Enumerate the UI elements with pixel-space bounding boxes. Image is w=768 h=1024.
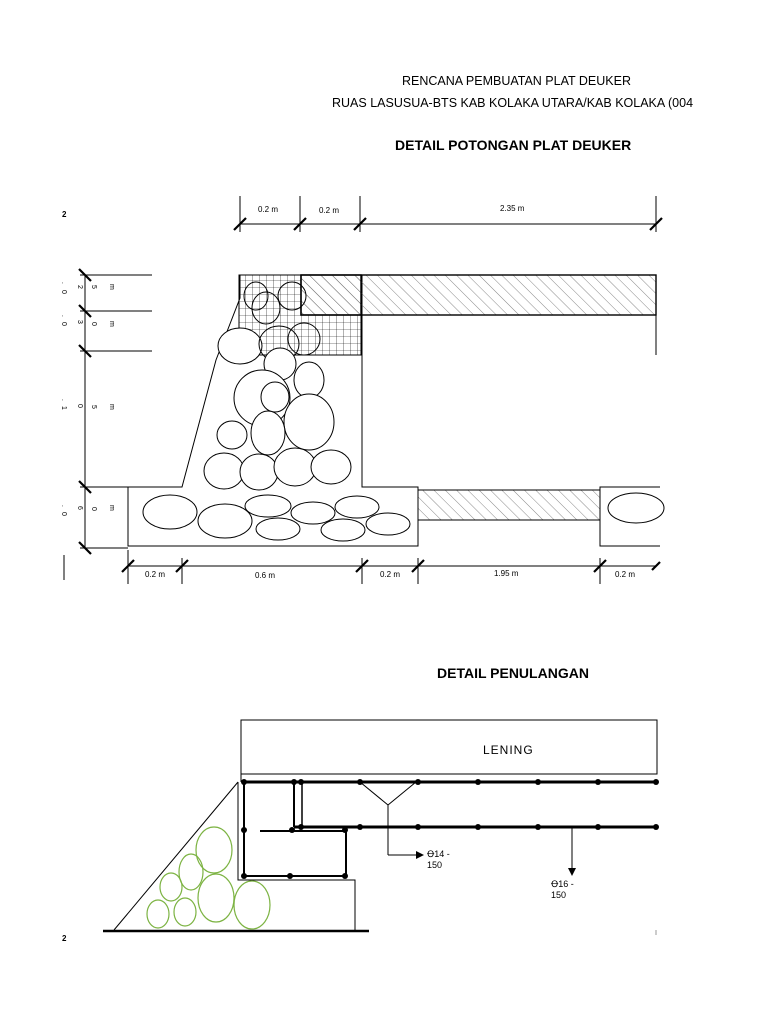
dim-left-2-d2: 3: [76, 320, 83, 324]
dim-bottom-2: 0.6 m: [255, 571, 275, 580]
dim-bottom-1: 0.2 m: [145, 570, 165, 579]
dim-left-4-d3: 0: [90, 507, 97, 511]
dim-left-2-d3: 0: [90, 322, 97, 326]
dim-left-4-unit: m: [108, 505, 115, 511]
green-stones: [146, 826, 271, 930]
drawing-title-line-2: RUAS LASUSUA-BTS KAB KOLAKA UTARA/KAB KO…: [332, 96, 694, 110]
callout-arrow-2: [568, 868, 576, 876]
dim-top-1: 0.2 m: [258, 205, 278, 214]
lening-label: LENING: [483, 743, 534, 757]
dim-left-2-d1: .: [60, 315, 67, 317]
dim-left-4-d1: .: [60, 505, 67, 507]
dim-left-3-d1: .: [60, 399, 67, 401]
dim-left-3-d3: 5: [90, 405, 97, 409]
dim-left-4-d0: 0: [60, 512, 67, 516]
rebar-callout-1a: Ꝋ14 -: [427, 849, 450, 859]
dim-left-1-d0: 0: [60, 290, 67, 294]
dim-left-2-unit: m: [108, 321, 115, 327]
right-abutment-base: [599, 486, 660, 547]
section-title-potongan: DETAIL POTONGAN PLAT DEUKER: [395, 137, 632, 153]
page-marker-2: 2: [62, 934, 67, 943]
dim-left-3-unit: m: [108, 404, 115, 410]
deck-slab-end: [300, 274, 362, 316]
railing-lening: [240, 719, 658, 775]
callout-arrow-1: [416, 851, 424, 859]
section-title-penulangan: DETAIL PENULANGAN: [437, 665, 589, 681]
dim-left-1-unit: m: [108, 284, 115, 290]
slab-outline: [113, 774, 356, 931]
dim-top-2: 0.2 m: [319, 206, 339, 215]
rebar-callout-1b: 150: [427, 860, 442, 870]
page-marker: 2: [62, 210, 67, 219]
dim-bottom-3: 0.2 m: [380, 570, 400, 579]
floor-slab: [417, 489, 601, 521]
dim-left-1-d3: 5: [90, 285, 97, 289]
rebar-callout-2a: Ꝋ16 -: [551, 879, 574, 889]
bottom-dimension-line: [121, 550, 661, 584]
top-dimension-line: [233, 196, 663, 232]
dim-left-3-d0: 1: [60, 406, 67, 410]
dim-left-3-d2: 0: [76, 404, 83, 408]
drawing-title-line-1: RENCANA PEMBUATAN PLAT DEUKER: [402, 74, 631, 88]
dim-left-labels: 0 . 2 5 m 0 . 3 0 m 1 . 0 5 m 0 . 6 0 m: [60, 282, 115, 516]
dim-top-3: 2.35 m: [500, 204, 525, 213]
dim-bottom-4: 1.95 m: [494, 569, 519, 578]
stone: [607, 492, 665, 524]
dim-left-4-d2: 6: [76, 506, 83, 510]
dim-left-1-d1: .: [60, 282, 67, 284]
dim-left-1-d2: 2: [76, 285, 83, 289]
rebar-callout-2b: 150: [551, 890, 566, 900]
dim-bottom-5: 0.2 m: [615, 570, 635, 579]
left-dimension-line: [63, 268, 152, 580]
dim-left-2-d0: 0: [60, 322, 67, 326]
rebars: [243, 780, 656, 877]
stones: [142, 281, 411, 542]
rebar-dots: [241, 779, 659, 879]
